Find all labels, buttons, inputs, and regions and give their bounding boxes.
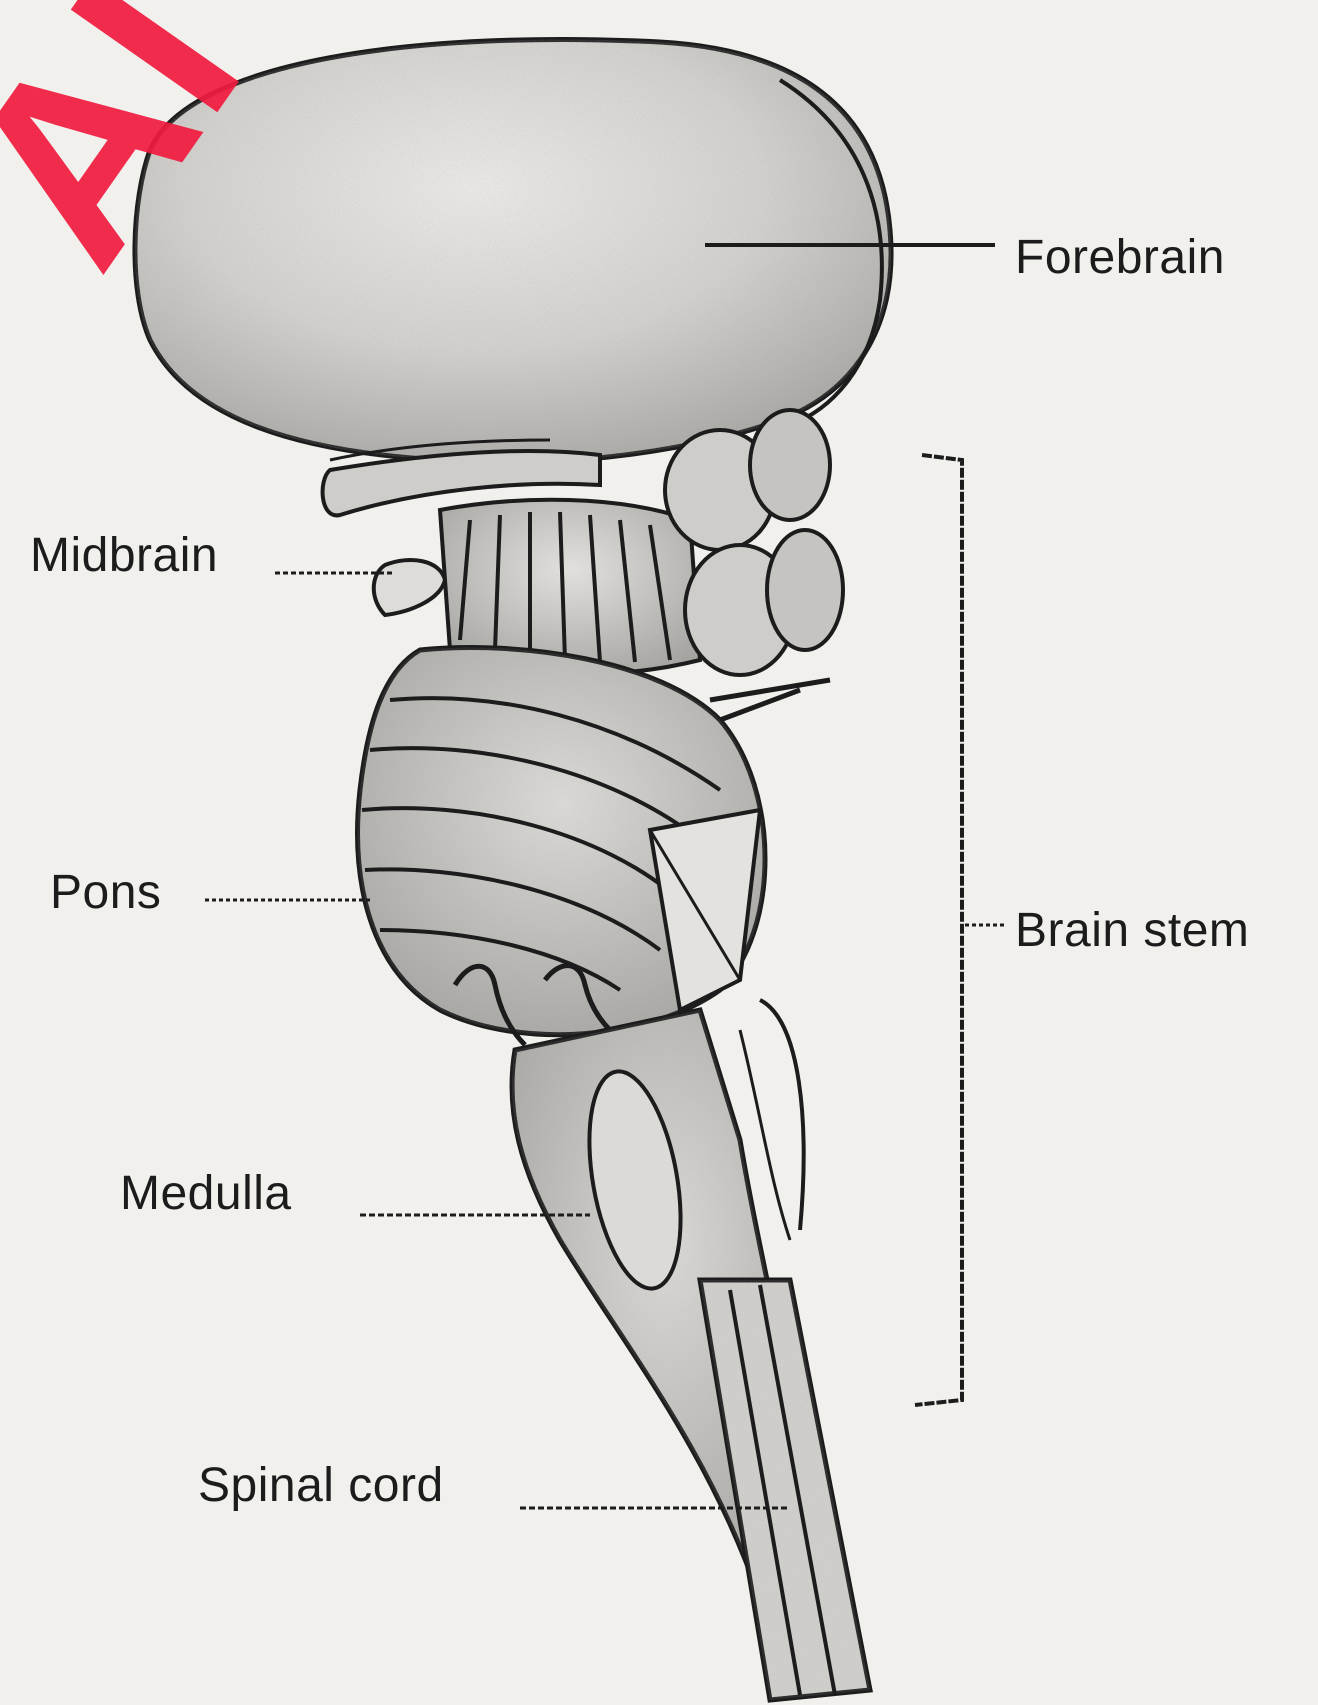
label-pons: Pons xyxy=(50,865,161,920)
label-forebrain: Forebrain xyxy=(1015,230,1225,285)
label-midbrain: Midbrain xyxy=(30,528,218,583)
label-brain-stem: Brain stem xyxy=(1015,903,1249,958)
label-medulla: Medulla xyxy=(120,1166,292,1221)
label-spinal-cord: Spinal cord xyxy=(198,1458,444,1513)
pons-shape xyxy=(358,648,765,1045)
brain-stem-bracket xyxy=(915,455,962,1405)
